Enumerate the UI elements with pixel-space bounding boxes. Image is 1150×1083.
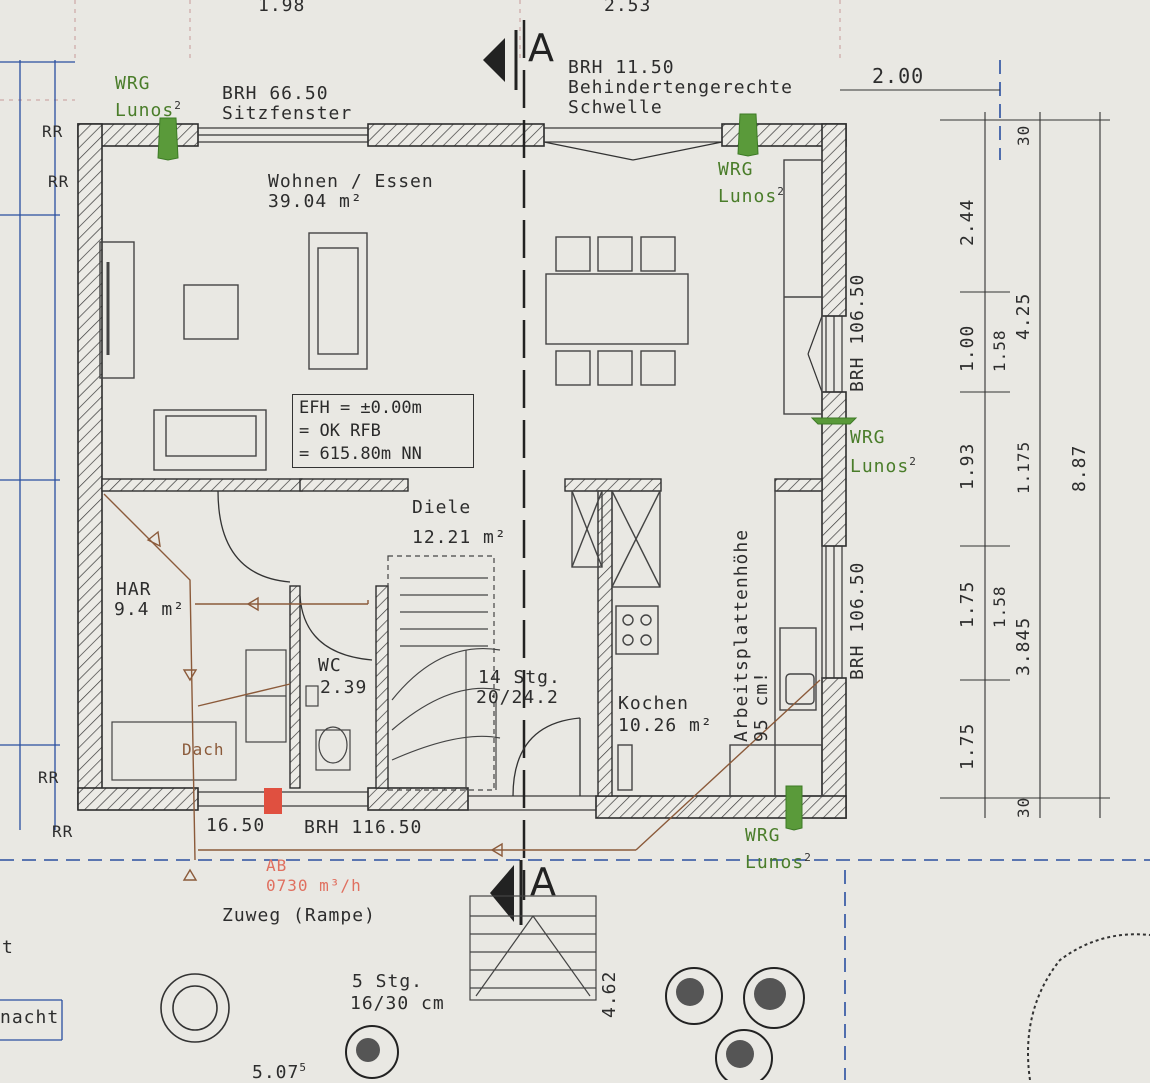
dim-3-845: 3.845: [1013, 616, 1034, 676]
outer-walls: [77, 123, 847, 819]
wrg-sub-2: Lunos2: [718, 185, 785, 207]
windows: [197, 127, 843, 811]
doors: [217, 490, 581, 797]
stairs-inner-dims: 20/24.2: [476, 687, 559, 708]
wrg-sub-3: Lunos2: [850, 455, 917, 477]
dim-4-25: 4.25: [1013, 292, 1034, 340]
section-arrow-top: [483, 38, 505, 82]
wrg-sub-1: Lunos2: [115, 99, 182, 121]
stairs-outer-count: 5 Stg.: [352, 971, 424, 992]
top-dim-2: 2.53: [604, 0, 652, 16]
room-diele-area: 12.21 m²: [412, 527, 507, 548]
brh-bottom-2: BRH 116.50: [304, 817, 423, 838]
property-lines: [0, 60, 1150, 1080]
arbeitsplatte-1: Arbeitsplattenhöhe: [731, 528, 752, 742]
sanitary-fixtures: [111, 649, 351, 781]
room-wohnen-area: 39.04 m²: [268, 191, 363, 212]
section-label-top: A: [528, 26, 554, 70]
room-wc-name: WC: [318, 655, 342, 676]
section-label-bottom: A: [530, 860, 556, 904]
room-kochen-area: 10.26 m²: [618, 715, 713, 736]
exhaust-unit: [264, 788, 282, 814]
dim-1-75-a: 1.75: [957, 580, 978, 628]
zuweg-label: Zuweg (Rampe): [222, 905, 376, 926]
dim-1-75-b: 1.75: [957, 722, 978, 770]
efh-line-2: = OK RFB: [299, 421, 381, 441]
efh-line-1: EFH = ±0.00m: [299, 398, 422, 418]
room-wohnen-name: Wohnen / Essen: [268, 171, 434, 192]
rr-label-1: RR: [42, 122, 64, 141]
room-kochen-name: Kochen: [618, 693, 690, 714]
left-t-label: t: [2, 937, 14, 958]
brh-side-1: BRH 106.50: [847, 273, 868, 392]
rr-label-3: RR: [38, 768, 60, 787]
hedge: [1027, 933, 1150, 1080]
wrg-sub-4: Lunos2: [745, 851, 812, 873]
stairs-inner-count: 14 Stg.: [478, 667, 561, 688]
dim-1-58-b: 1.58: [990, 585, 1009, 628]
brh-side-2: BRH 106.50: [847, 561, 868, 680]
furniture: [99, 159, 823, 797]
arbeitsplatte-2: 95 cm!: [751, 670, 772, 742]
ventilation-ducts: [103, 493, 821, 881]
ab-flow: 0730 m³/h: [266, 876, 362, 895]
schacht-label: nacht: [0, 1007, 60, 1028]
brh-bottom-1: 16.50: [206, 815, 266, 836]
dim-5-07: 5.075: [252, 1061, 307, 1083]
dim-30-top: 30: [1014, 124, 1033, 146]
brh-sitz-2: Sitzfenster: [222, 103, 353, 124]
dim-4-62: 4.62: [599, 970, 620, 1018]
dim-8-87: 8.87: [1069, 444, 1090, 492]
room-wc-area: 2.39: [320, 677, 368, 698]
dim-2-00: 2.00: [872, 64, 925, 88]
trees: [345, 967, 805, 1080]
wrg-units: [157, 113, 858, 831]
wrg-label-3: WRG: [850, 427, 886, 448]
dimension-lines: [840, 89, 1110, 818]
top-dim-1: 1.98: [258, 0, 306, 16]
room-har-name: HAR: [116, 579, 152, 600]
dim-1-175: 1.175: [1014, 440, 1033, 494]
ab-label: AB: [266, 856, 288, 875]
brh-sitz-1: BRH 66.50: [222, 83, 329, 104]
efh-line-3: = 615.80m NN: [299, 444, 422, 464]
rr-label-2: RR: [48, 172, 70, 191]
wrg-label-4: WRG: [745, 825, 781, 846]
dim-2-44: 2.44: [957, 198, 978, 246]
wrg-label-2: WRG: [718, 159, 754, 180]
dim-30-bottom: 30: [1014, 796, 1033, 818]
wrg-label-1: WRG: [115, 73, 151, 94]
dach-label: Dach: [182, 740, 225, 759]
dim-1-93: 1.93: [957, 442, 978, 490]
efh-info-box: EFH = ±0.00m = OK RFB = 615.80m NN: [292, 394, 474, 468]
left-neighbour-lines: [0, 60, 75, 1041]
dim-1-00: 1.00: [957, 324, 978, 372]
dim-1-58-a: 1.58: [990, 329, 1009, 372]
grid-lines: [0, 0, 841, 101]
shaft-symbol: [160, 973, 230, 1043]
brh-schwelle-3: Schwelle: [568, 97, 663, 118]
rr-label-4: RR: [52, 822, 74, 841]
stairs: [387, 555, 597, 1001]
stairs-outer-dims: 16/30 cm: [350, 993, 445, 1014]
brh-schwelle-1: BRH 11.50: [568, 57, 675, 78]
section-arrow-bottom: [490, 865, 514, 922]
brh-schwelle-2: Behindertengerechte: [568, 77, 793, 98]
room-diele-name: Diele: [412, 497, 472, 518]
room-har-area: 9.4 m²: [114, 599, 186, 620]
